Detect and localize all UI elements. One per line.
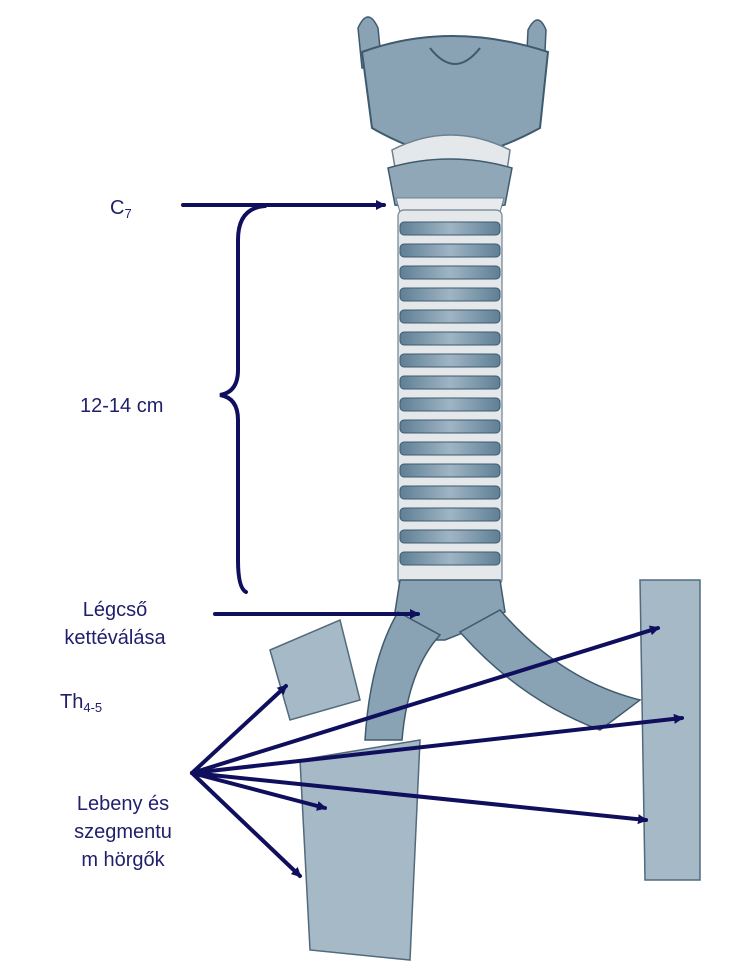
th-label-sub: 4-5 bbox=[83, 700, 102, 715]
th-label: Th4-5 bbox=[60, 688, 102, 722]
cartilage-ring bbox=[400, 398, 500, 411]
th-label-base: Th bbox=[60, 691, 83, 713]
cartilage-ring bbox=[400, 420, 500, 433]
cartilage-ring bbox=[400, 442, 500, 455]
bifurcation-label: Légcső kettéválása bbox=[25, 596, 205, 652]
cartilage-ring bbox=[400, 552, 500, 565]
bronchi-label-line2: szegmentu bbox=[33, 818, 213, 846]
bifurcation-label-line1: Légcső bbox=[25, 596, 205, 624]
bronchi-label: Lebeny és szegmentu m hörgők bbox=[33, 790, 213, 874]
bronchi-label-line3: m hörgők bbox=[33, 846, 213, 874]
cartilage-ring bbox=[400, 486, 500, 499]
length-label: 12-14 cm bbox=[80, 392, 163, 420]
bronchi-arrow-3 bbox=[192, 718, 682, 773]
cartilage-ring bbox=[400, 530, 500, 543]
larynx bbox=[358, 17, 548, 212]
c7-label-base: C bbox=[110, 197, 124, 219]
bifurcation-label-line2: kettéválása bbox=[25, 624, 205, 652]
cartilage-ring bbox=[400, 222, 500, 235]
bronchi-label-line1: Lebeny és bbox=[33, 790, 213, 818]
cartilage-ring bbox=[400, 266, 500, 279]
cartilage-ring bbox=[400, 354, 500, 367]
cartilage-ring bbox=[400, 376, 500, 389]
c7-label: C7 bbox=[110, 194, 132, 228]
c7-label-sub: 7 bbox=[124, 206, 131, 221]
cartilage-ring bbox=[400, 332, 500, 345]
cartilage-ring bbox=[400, 244, 500, 257]
bronchi-arrow-5 bbox=[192, 773, 646, 820]
length-brace bbox=[220, 206, 265, 592]
cartilage-ring bbox=[400, 288, 500, 301]
cartilage-ring bbox=[400, 464, 500, 477]
cartilage-ring bbox=[400, 508, 500, 521]
cartilage-ring bbox=[400, 310, 500, 323]
